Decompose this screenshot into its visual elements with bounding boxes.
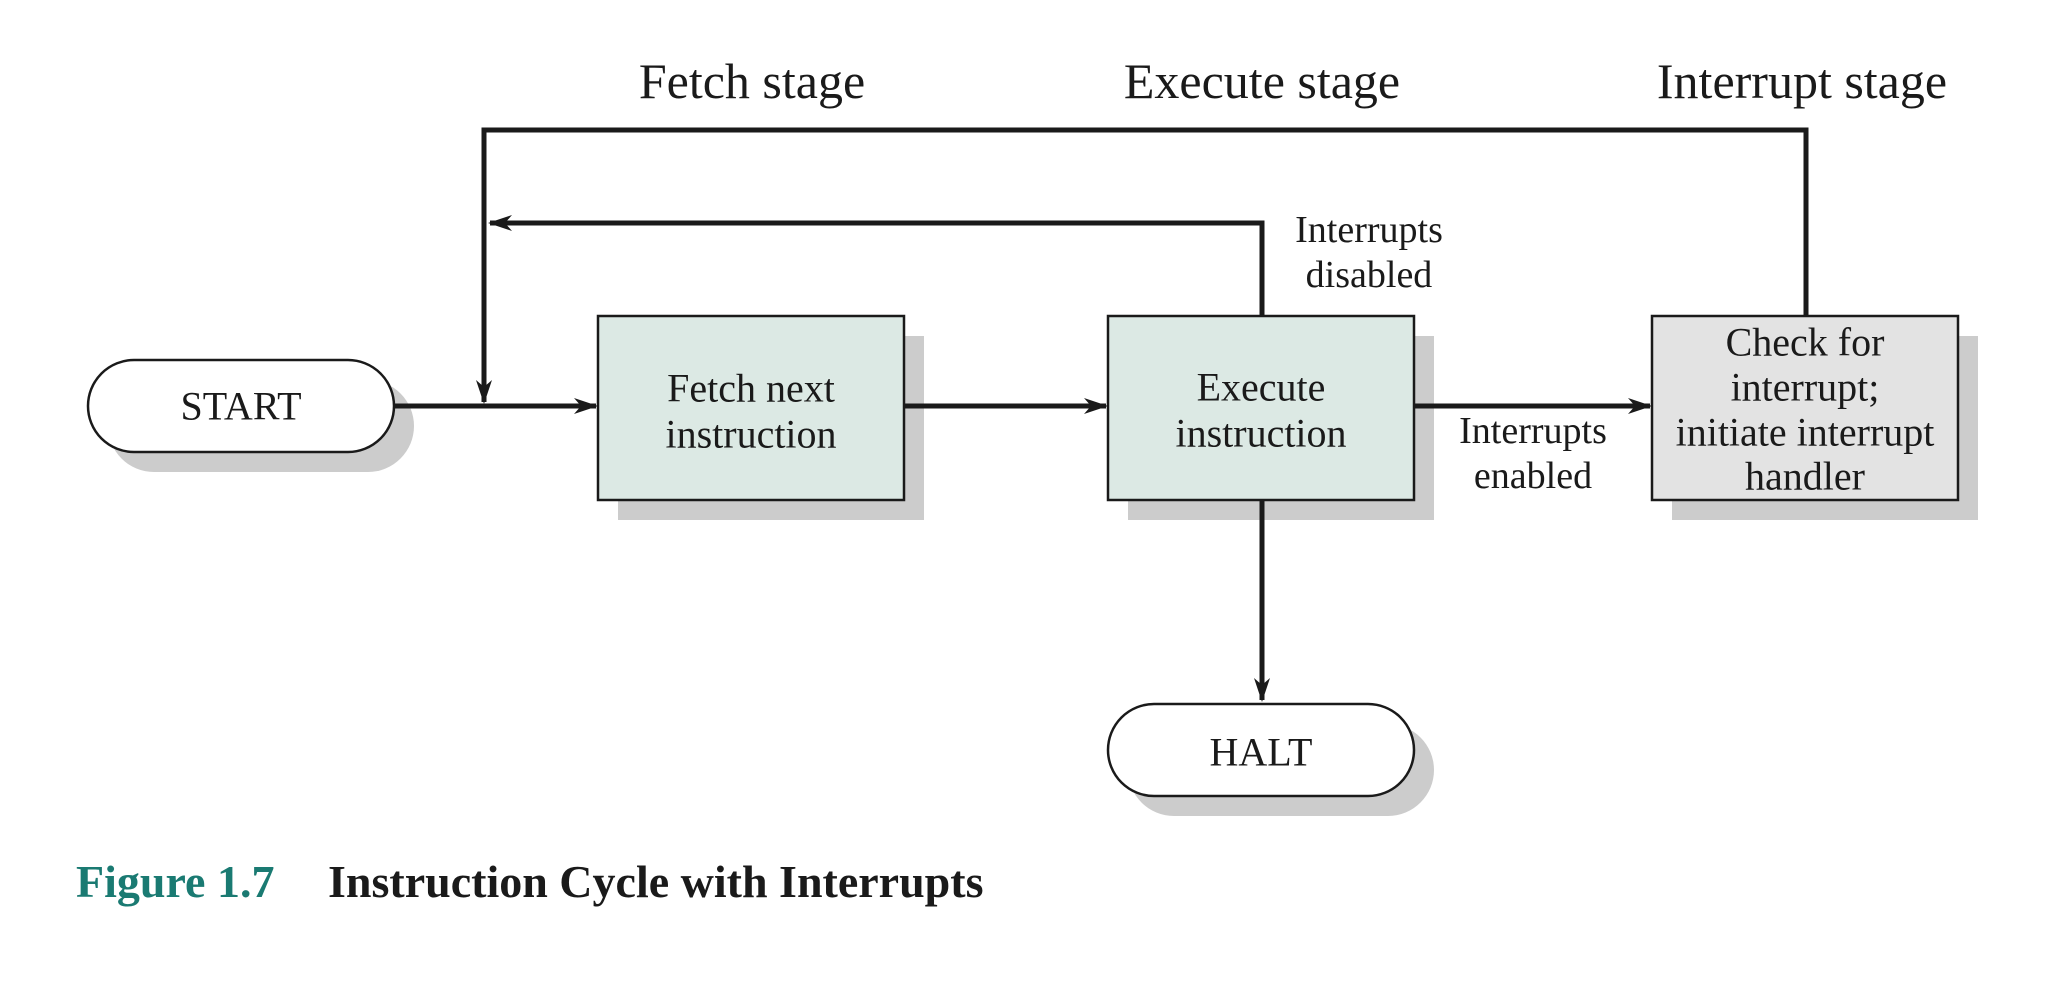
start-node-label: START: [180, 384, 301, 429]
edge-label-interrupts-enabled-line-1: Interrupts: [1459, 410, 1607, 452]
start-node: [86, 358, 396, 454]
execute-node-label-line-1: Execute: [1197, 365, 1326, 410]
edge-label-interrupts-disabled-line-2: disabled: [1306, 254, 1433, 296]
stage-label-execute: Execute stage: [1124, 53, 1400, 109]
execute-node-label-line-2: instruction: [1175, 411, 1346, 456]
edge-interrupt-loop-back: [476, 127, 1809, 404]
fetch-node-label-line-2: instruction: [665, 412, 836, 457]
stage-label-fetch: Fetch stage: [639, 53, 865, 109]
execute-node: [1106, 314, 1416, 502]
fetch-node: [596, 314, 906, 502]
halt-node-label: HALT: [1210, 730, 1313, 775]
interrupt-node-label-line-1: Check for: [1726, 320, 1885, 365]
interrupt-node-label-line-2: interrupt;: [1731, 365, 1880, 410]
interrupt-node-label-line-3: initiate interrupt: [1676, 410, 1935, 455]
interrupt-node: [1650, 314, 1960, 502]
edge-label-interrupts-disabled-line-1: Interrupts: [1295, 209, 1443, 251]
figure-number: Figure 1.7: [76, 856, 274, 907]
fetch-node-label-line-1: Fetch next: [667, 366, 835, 411]
figure-title: Instruction Cycle with Interrupts: [328, 856, 983, 907]
interrupt-node-label-line-4: handler: [1745, 454, 1865, 499]
halt-node: [1106, 702, 1416, 798]
edge-label-interrupts-enabled-line-2: enabled: [1474, 455, 1592, 497]
stage-label-interrupt: Interrupt stage: [1657, 53, 1947, 109]
edge-execute-loop-back: [488, 215, 1265, 316]
